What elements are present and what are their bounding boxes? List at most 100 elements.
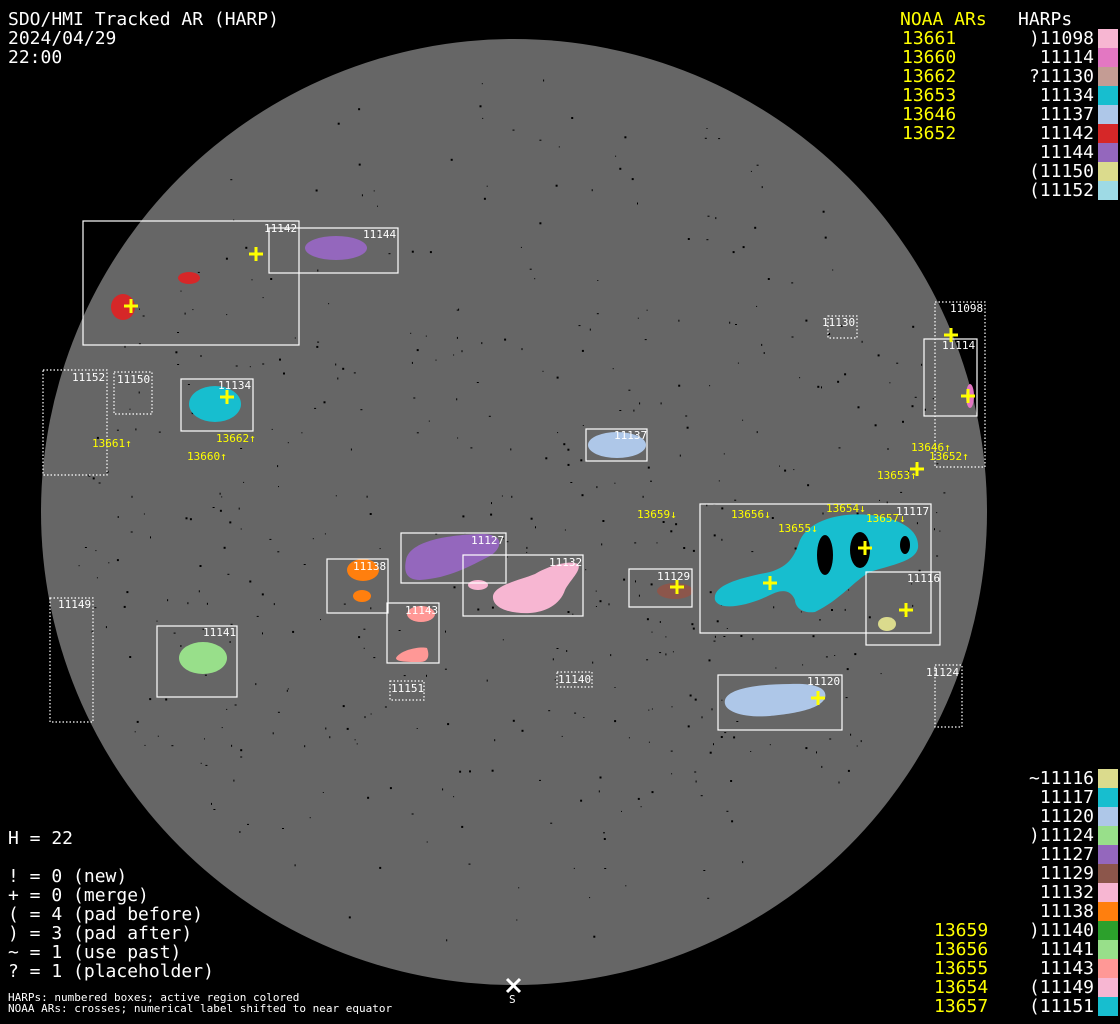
harp-box-11127[interactable] [400,532,507,584]
sunspot-speck [378,232,381,235]
sunspot-speck [317,341,320,343]
sunspot-speck [283,372,285,375]
noaa-cross-icon [220,390,234,404]
sunspot-speck [736,721,739,722]
harp-box-11137[interactable] [585,428,648,462]
harp-box-11141[interactable] [156,625,238,698]
sunspot-speck [831,609,833,611]
sunspot-speck [512,129,515,131]
harp-box-11098[interactable] [934,301,986,468]
sunspot-speck [599,776,602,779]
sunspot-speck [665,653,667,656]
sunspot-speck [199,565,202,567]
harp-box-11134[interactable] [180,378,254,432]
sunspot-speck [277,465,279,468]
harp-box-11138[interactable] [326,558,389,614]
sunspot-speck [126,591,129,594]
sunspot-speck [896,362,899,364]
harp-box-11143[interactable] [386,602,440,664]
sunspot-speck [656,542,658,544]
sunspot-speck [729,321,731,324]
harp-box-11149[interactable] [49,597,94,723]
harp-box-11116[interactable] [865,571,941,646]
color-swatch [1098,29,1118,48]
sunspot-speck [793,469,795,471]
harp-box-11140[interactable] [556,671,593,688]
harp-box-11124[interactable] [934,664,963,728]
sunspot-speck [343,603,346,605]
sunspot-speck [303,564,306,565]
sunspot-speck [733,736,736,739]
sunspot-speck [231,744,233,747]
sunspot-speck [828,333,831,335]
sunspot-speck [428,420,430,422]
harp-box-11142[interactable] [82,220,300,346]
noaa-cross-icon [858,541,872,555]
sunspot-speck [608,603,610,606]
ar-blob-11138b [353,590,371,602]
sunspot-speck [659,652,662,654]
noaa-cross-icon [899,603,913,617]
sunspot-speck [932,398,935,400]
harp-legend-item: )11124 [1029,826,1118,845]
noaa-labels: 13661↑ 13660↑ 13662↑ 13646↑ 13652↑ 13653… [92,432,969,535]
sunspot-speck [479,105,482,108]
sunspot-speck [518,887,520,889]
harp-box-11117[interactable] [699,503,932,634]
sunspot-speck [646,659,649,661]
sunspot-speck [556,648,559,649]
sunspot-speck [902,420,904,423]
sunspot-speck [105,626,107,629]
sunspot-speck [165,698,168,701]
harp-box-11129[interactable] [628,568,693,608]
harp-box-11151[interactable] [389,680,425,701]
harp-box-11130[interactable] [827,315,858,339]
harp-box-11152[interactable] [42,369,108,476]
sunspot-speck [879,499,880,501]
sunspot-speck [679,454,681,457]
harp-label: 11143 [405,604,438,617]
harp-box-11120[interactable] [717,674,843,731]
sunspot-speck [315,189,318,192]
sunspot-speck [462,515,465,518]
harp-box-11132[interactable] [462,554,584,617]
sunspot-speck [491,606,494,609]
color-swatch [1098,67,1118,86]
sunspot-speck [686,426,689,429]
sunspot-speck [877,354,880,357]
sunspot-speck [689,694,692,697]
sunspot-speck [185,517,188,520]
sunspot-speck [767,278,770,280]
noaa-cross-icon [910,462,924,476]
sunspot-speck [219,509,222,512]
sunspot-speck [367,796,370,799]
sunspot-speck [251,279,253,281]
ar-blob-11137 [588,432,646,458]
sunspot-speck [211,802,212,805]
sunspot-speck [721,507,724,510]
sunspot-speck [707,215,710,217]
sunspot-speck [800,611,802,613]
title: SDO/HMI Tracked AR (HARP) [8,9,279,30]
sunspot-speck [230,179,233,181]
sunspot-speck [445,630,446,633]
harp-label: 11149 [58,598,91,611]
sunspot-speck [838,781,840,784]
sunspot-speck [633,409,635,412]
harp-box-11150[interactable] [113,371,153,415]
sunspot-speck [921,363,923,366]
sunspot-speck [603,832,605,834]
sunspot-speck [662,521,665,523]
color-swatch [1098,978,1118,997]
sunspot-speck [157,735,159,737]
sunspot-speck [750,751,752,752]
sunspot-speck [860,740,862,743]
sunspot-speck [592,661,594,664]
noaa-label: 13653↑ [877,469,917,482]
harp-box-11144[interactable] [268,227,399,274]
sunspot-speck [672,651,674,653]
sunspot-speck [708,659,711,662]
harp-label: 11117 [896,505,929,518]
